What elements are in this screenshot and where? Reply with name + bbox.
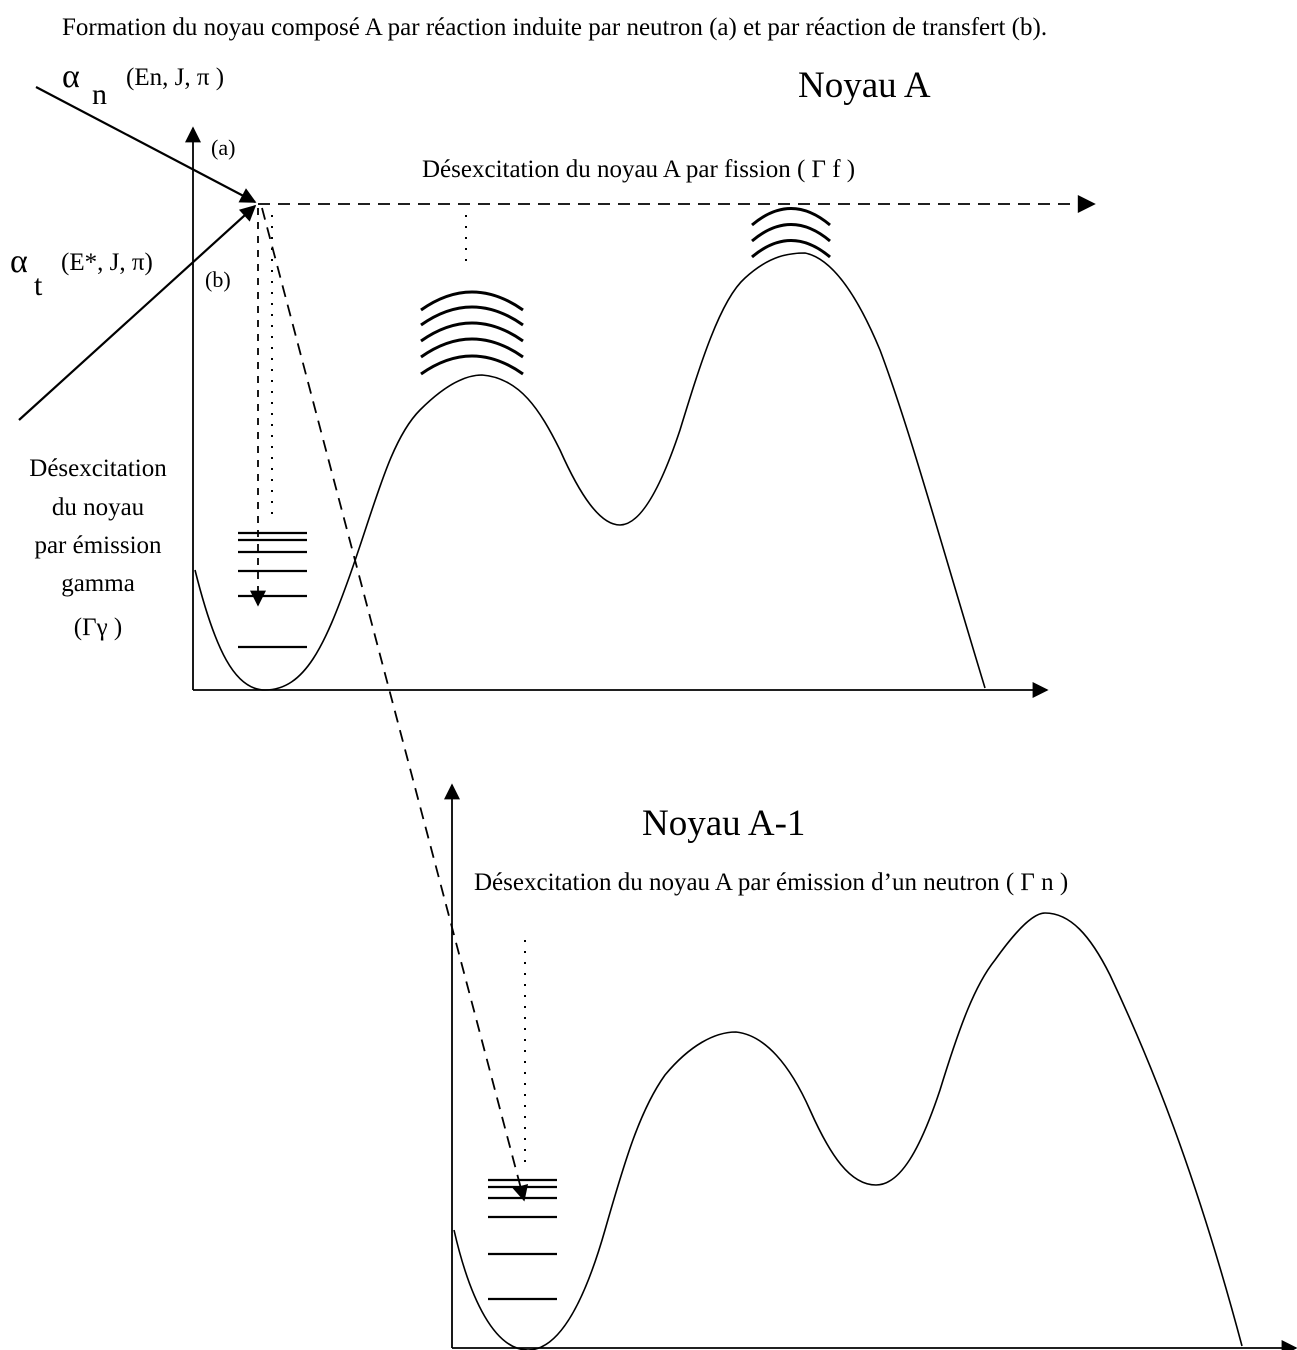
gamma-label-line-2: du noyau (52, 494, 145, 521)
alpha-t-symbol: α (10, 243, 28, 280)
bottom-barrier-curve (453, 912, 1243, 1350)
top-panel-title: Noyau A (798, 65, 931, 106)
incoming-transfer-arrow (18, 204, 257, 421)
gamma-label-line-4: gamma (61, 570, 135, 597)
top-energy-levels (238, 531, 307, 649)
gamma-label-line-3: par émission (34, 532, 162, 559)
bottom-panel: Noyau A-1 Désexcitation du noyau A par é… (444, 783, 1297, 1350)
alpha-t-subscript: t (34, 269, 43, 302)
alpha-n-params: (En, J, π ) (126, 64, 224, 91)
top-panel: Noyau A (10, 58, 1096, 698)
label-b: (b) (205, 267, 231, 292)
fission-label: Désexcitation du noyau A par fission ( Γ… (422, 156, 855, 183)
alpha-n-subscript: n (92, 78, 107, 111)
neutron-emission-arrow (261, 207, 529, 1202)
neutron-emission-label: Désexcitation du noyau A par émission d’… (474, 869, 1068, 896)
top-barrier-curve (194, 252, 986, 691)
gamma-label-line-5: (Γγ ) (74, 614, 122, 641)
gamma-label: Désexcitation du noyau par émission gamm… (29, 455, 167, 641)
incoming-neutron-arrow (35, 86, 257, 203)
alpha-t-params: (E*, J, π) (61, 249, 153, 276)
bottom-energy-levels (488, 1178, 557, 1301)
alpha-n-symbol: α (62, 58, 80, 95)
figure-caption: Formation du noyau composé A par réactio… (62, 14, 1047, 41)
gamma-label-line-1: Désexcitation (29, 455, 167, 482)
top-barrier2-arcs (751, 207, 831, 259)
bottom-panel-title: Noyau A-1 (642, 803, 805, 844)
label-a: (a) (211, 135, 235, 160)
top-barrier1-arcs (420, 290, 524, 376)
